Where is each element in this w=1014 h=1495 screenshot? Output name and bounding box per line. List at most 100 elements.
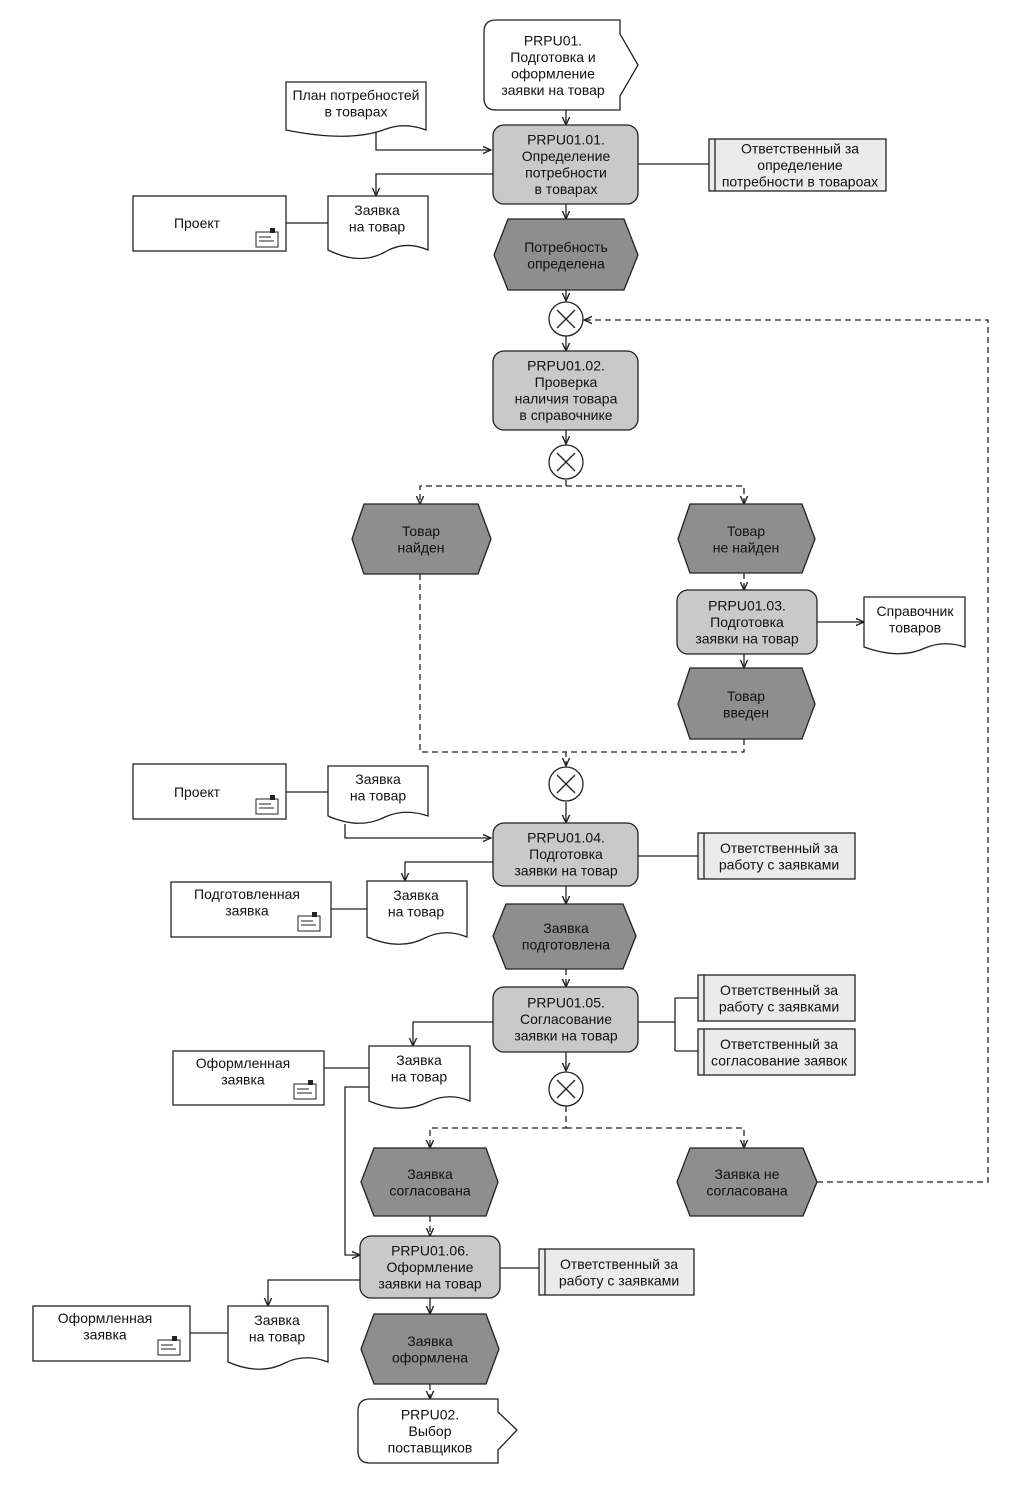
node-text-line: подготовлена <box>522 936 610 952</box>
node-text-line: PRPU02. <box>401 1407 459 1423</box>
node-text-line: PRPU01.05. <box>527 995 605 1011</box>
node-text-line: Оформленная <box>58 1310 152 1326</box>
node-text-line: заявка <box>221 1071 265 1087</box>
node-text-line: Товар <box>727 523 765 539</box>
node-text-line: Оформленная <box>196 1055 290 1071</box>
node-text-line: потребности <box>525 164 607 180</box>
node-text-line: Согласование <box>520 1011 612 1027</box>
node-text-line: работу с заявками <box>719 856 839 872</box>
node-text-line: согласована <box>389 1182 470 1198</box>
file-project-1: Проект <box>132 195 287 252</box>
node-text-line: Оформление <box>387 1259 474 1275</box>
node-text-line: заявка <box>225 902 269 918</box>
node-text-line: на товар <box>249 1328 306 1344</box>
file-project-2: Проект <box>132 763 287 820</box>
node-text-line: в товарах <box>324 103 387 119</box>
node-text-line: PRPU01.03. <box>708 598 786 614</box>
file-icon <box>255 795 279 815</box>
file-icon <box>297 912 321 932</box>
node-text-line: найден <box>397 539 444 555</box>
node-text-line: Проверка <box>535 374 598 390</box>
node-text-line: PRPU01.04. <box>527 830 605 846</box>
node-text-line: наличия товара <box>515 390 618 406</box>
node-text-line: согласована <box>706 1182 787 1198</box>
node-text-line: PRPU01.02. <box>527 357 605 373</box>
node-text-line: на товар <box>391 1068 448 1084</box>
node-text-line: План потребностей <box>293 87 420 103</box>
xor-connector-4 <box>548 1071 584 1107</box>
node-text-line: оформлена <box>392 1349 468 1365</box>
node-text-line: Заявка не <box>715 1166 780 1182</box>
node-text-line: не найден <box>713 539 779 555</box>
node-text-line: на товар <box>350 787 407 803</box>
xor-connector-3 <box>548 766 584 802</box>
node-text-line: Проект <box>174 784 221 800</box>
node-text-line: Выбор <box>409 1423 452 1439</box>
node-text-line: Заявка <box>407 1166 453 1182</box>
node-text-line: определение <box>757 157 843 173</box>
xor-connector-1 <box>548 301 584 337</box>
node-text-line: Заявка <box>354 202 400 218</box>
node-text-line: Подготовка и <box>510 49 595 65</box>
node-text-line: Ответственный за <box>720 982 838 998</box>
node-text-line: Заявка <box>543 920 589 936</box>
node-text-line: заявки на товар <box>695 631 799 647</box>
node-text-line: Проект <box>174 215 221 231</box>
file-icon <box>293 1080 317 1100</box>
node-text-line: заявки на товар <box>514 863 618 879</box>
file-icon <box>157 1336 181 1356</box>
node-text-line: Подготовка <box>529 846 603 862</box>
node-text-line: Заявка <box>396 1052 442 1068</box>
node-text-line: на товар <box>349 218 406 234</box>
node-text-line: Ответственный за <box>720 1036 838 1052</box>
node-text-line: оформление <box>511 65 595 81</box>
node-text-line: PRPU01.06. <box>391 1243 469 1259</box>
node-text-line: согласование заявок <box>711 1052 848 1068</box>
node-text-line: Ответственный за <box>560 1256 678 1272</box>
node-text-line: работу с заявками <box>719 998 839 1014</box>
node-text-line: Подготовка <box>710 614 784 630</box>
node-text-line: на товар <box>388 903 445 919</box>
node-text-line: Подготовленная <box>194 886 300 902</box>
